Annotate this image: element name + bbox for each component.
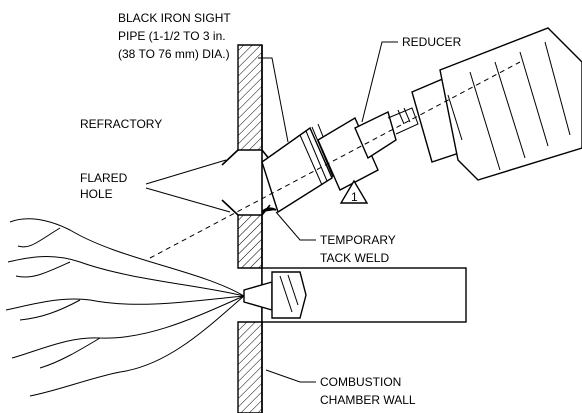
leader-reducer xyxy=(361,41,398,123)
label-flared-2: HOLE xyxy=(80,187,113,201)
label-sight-pipe-3: (38 TO 76 mm) DIA.) xyxy=(118,47,230,61)
sight-pipe xyxy=(261,123,339,214)
label-refractory: REFRACTORY xyxy=(80,117,162,131)
flame-sensor xyxy=(411,27,582,181)
leader-tack-weld xyxy=(275,211,316,241)
label-tack-weld-1: TEMPORARY xyxy=(320,233,396,247)
svg-text:1: 1 xyxy=(351,190,358,204)
sight-line xyxy=(149,61,521,259)
refractory-wall xyxy=(221,44,271,413)
tack-weld xyxy=(261,207,277,213)
leader-chamber-wall xyxy=(265,369,316,383)
label-sight-pipe-2: PIPE (1-1/2 TO 3 in. xyxy=(118,29,226,43)
leader-flared-hole xyxy=(145,159,231,213)
leader-sight-pipe xyxy=(258,57,289,143)
flame xyxy=(5,218,245,397)
reducer xyxy=(317,107,419,191)
label-sight-pipe-1: BLACK IRON SIGHT xyxy=(118,11,231,25)
label-tack-weld-2: TACK WELD xyxy=(320,251,389,265)
label-flared-1: FLARED xyxy=(80,171,128,185)
label-chamber-wall-1: COMBUSTION xyxy=(320,375,401,389)
callout-triangle: 1 xyxy=(339,179,369,204)
burner-assembly xyxy=(243,267,467,323)
label-reducer: REDUCER xyxy=(402,35,462,49)
label-chamber-wall-2: CHAMBER WALL xyxy=(320,393,416,407)
